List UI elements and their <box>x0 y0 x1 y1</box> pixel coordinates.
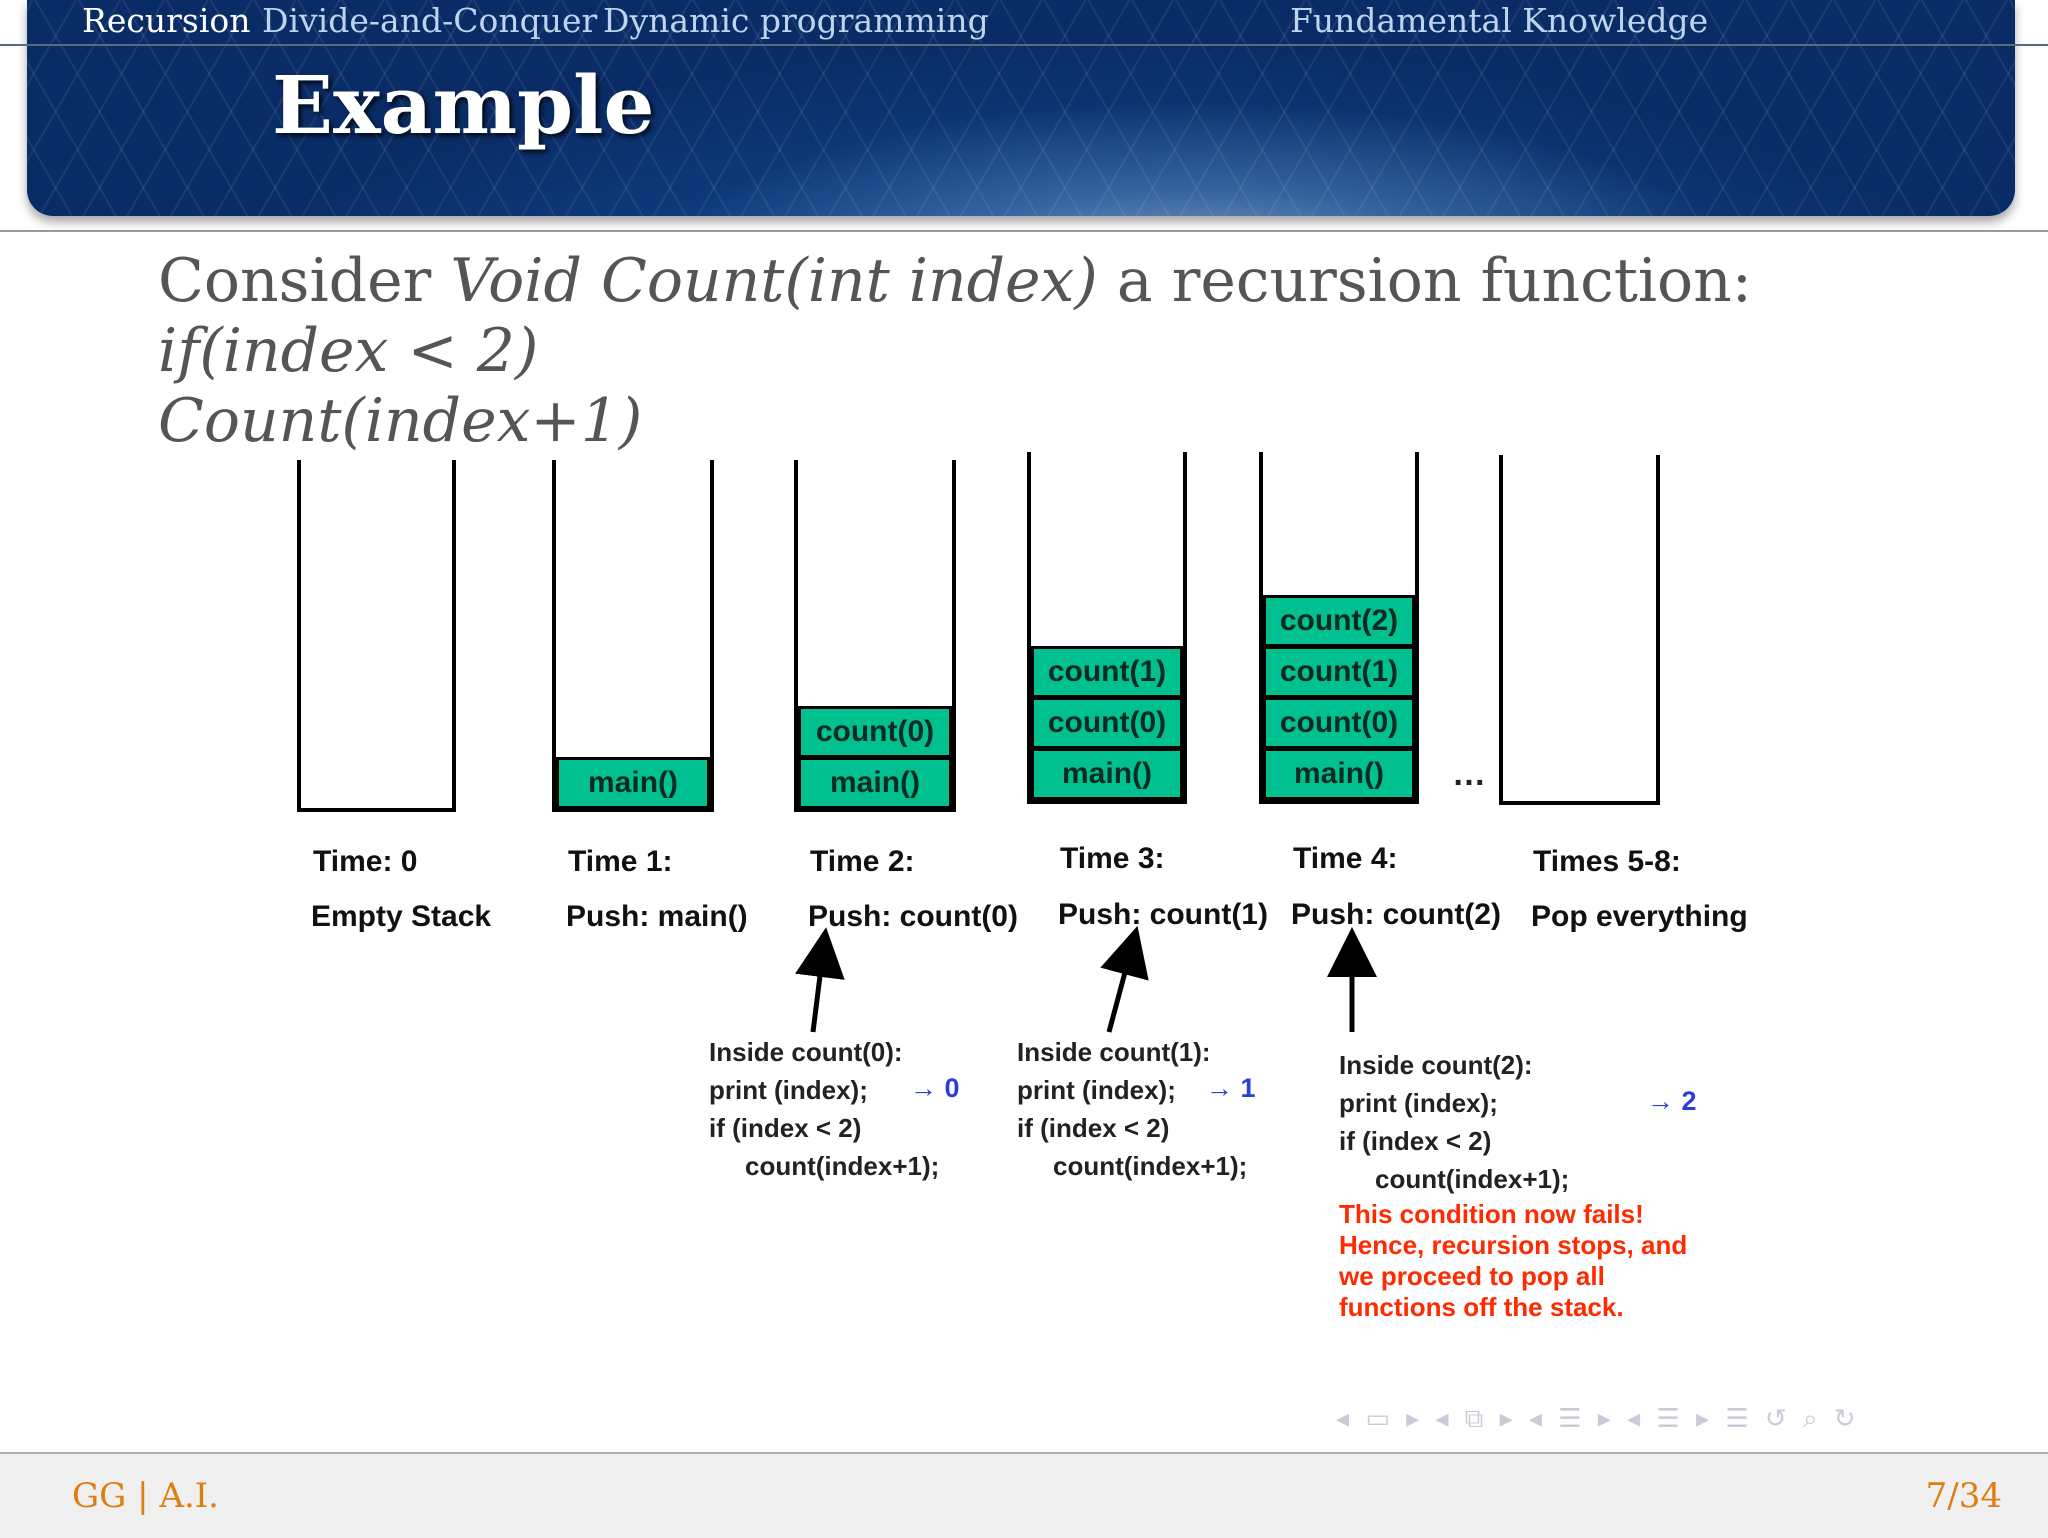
nav-item-recursion[interactable]: Recursion <box>82 1 251 40</box>
stack-frame-count0: count(0) <box>1263 697 1415 749</box>
time-label-2: Time 2: <box>810 845 915 878</box>
output-count1: → 1 <box>1206 1073 1256 1103</box>
action-label-1: Push: main() <box>566 900 748 933</box>
stack-frame-main: main() <box>1263 748 1415 800</box>
intro-condition: if(index < 2) <box>158 316 539 386</box>
time-label-1: Time 1: <box>568 845 673 878</box>
intro-prefix: Consider <box>158 246 451 316</box>
stack-bottom <box>1259 800 1419 804</box>
fail-note: This condition now fails! Hence, recursi… <box>1339 1199 1687 1323</box>
note-print: print (index); <box>709 1075 868 1105</box>
note-if: if (index < 2) <box>1339 1126 1492 1156</box>
intro-middle: a recursion function: <box>1097 246 1753 316</box>
stack-frame-count0: count(0) <box>1031 697 1183 749</box>
note-print: print (index); <box>1017 1075 1176 1105</box>
stack-bottom <box>297 808 456 812</box>
time-label-0: Time: 0 <box>313 845 418 878</box>
stack-wall-left <box>297 460 301 812</box>
fail-note-line-1: This condition now fails! <box>1339 1199 1644 1229</box>
stack-frame-count1: count(1) <box>1263 646 1415 698</box>
beamer-navigation-icons[interactable]: ◂ ▭ ▸ ◂ ⧉ ▸ ◂ ☰ ▸ ◂ ☰ ▸ ☰ ↺ ⌕ ↻ <box>1336 1404 1860 1434</box>
note-if: if (index < 2) <box>709 1113 862 1143</box>
note-print: print (index); <box>1339 1088 1498 1118</box>
action-label-0: Empty Stack <box>311 900 492 933</box>
time-label-5: Times 5-8: <box>1533 845 1681 878</box>
stack-frame-count1: count(1) <box>1031 646 1183 698</box>
note-call: count(index+1); <box>745 1151 940 1181</box>
fail-note-line-2: Hence, recursion stops, and <box>1339 1230 1688 1260</box>
intro-text: Consider Void Count(int index) a recursi… <box>158 246 1958 456</box>
action-label-3: Push: count(1) <box>1058 898 1268 931</box>
note-header: Inside count(2): <box>1339 1050 1533 1080</box>
stack-frame-count0: count(0) <box>798 706 952 758</box>
note-call: count(index+1); <box>1053 1151 1248 1181</box>
stack-bottom <box>552 808 714 812</box>
note-count0: Inside count(0): print (index); if (inde… <box>709 1033 939 1185</box>
note-if: if (index < 2) <box>1017 1113 1170 1143</box>
stack-frame-count2: count(2) <box>1263 595 1415 647</box>
stack-wall-left <box>1027 452 1031 804</box>
page-number: 7/34 <box>1925 1476 2002 1516</box>
stack-bottom <box>794 808 956 812</box>
header-divider <box>0 230 2048 232</box>
stack-wall-left <box>794 460 798 812</box>
intro-function: Void Count(int index) <box>450 246 1098 316</box>
stack-wall-right <box>1183 452 1187 804</box>
note-call: count(index+1); <box>1375 1164 1570 1194</box>
stack-bottom <box>1499 801 1660 805</box>
time-label-4: Time 4: <box>1293 842 1398 875</box>
stack-wall-right <box>452 460 456 812</box>
stack-bottom <box>1027 800 1187 804</box>
note-count2: Inside count(2): print (index); if (inde… <box>1339 1046 1569 1198</box>
fail-note-line-4: functions off the stack. <box>1339 1292 1624 1322</box>
slide-title: Example <box>272 58 655 152</box>
stack-wall-left <box>1259 452 1263 804</box>
stack-frame-main: main() <box>556 757 710 809</box>
nav-item-divide-and-conquer[interactable]: Divide-and-Conquer <box>262 1 598 40</box>
fail-note-line-3: we proceed to pop all <box>1339 1261 1605 1291</box>
intro-call: Count(index+1) <box>158 386 643 456</box>
time-label-3: Time 3: <box>1060 842 1165 875</box>
stack-wall-right <box>952 460 956 812</box>
nav-item-fundamental-knowledge[interactable]: Fundamental Knowledge <box>1290 1 1709 40</box>
output-count2: → 2 <box>1647 1086 1697 1116</box>
output-count0: → 0 <box>910 1073 960 1103</box>
stack-wall-right <box>710 460 714 812</box>
footer-author: GG | A.I. <box>72 1476 219 1516</box>
stack-wall-left <box>552 460 556 812</box>
footer-bar: GG | A.I. 7/34 <box>0 1452 2048 1538</box>
nav-item-dynamic-programming[interactable]: Dynamic programming <box>603 1 989 40</box>
section-nav-bar: Recursion Divide-and-Conquer Dynamic pro… <box>0 0 2048 46</box>
note-header: Inside count(1): <box>1017 1037 1211 1067</box>
arrow-count1 <box>1100 925 1149 1033</box>
stack-frame-main: main() <box>798 757 952 809</box>
ellipsis: … <box>1452 755 1486 793</box>
stack-frame-main: main() <box>1031 748 1183 800</box>
arrow-count0 <box>795 927 845 1033</box>
header-banner <box>27 0 2015 216</box>
stack-wall-right <box>1656 455 1660 805</box>
action-label-5: Pop everything <box>1531 900 1748 933</box>
action-label-4: Push: count(2) <box>1291 898 1501 931</box>
stack-wall-right <box>1415 452 1419 804</box>
note-count1: Inside count(1): print (index); if (inde… <box>1017 1033 1247 1185</box>
stack-wall-left <box>1499 455 1503 805</box>
note-header: Inside count(0): <box>709 1037 903 1067</box>
